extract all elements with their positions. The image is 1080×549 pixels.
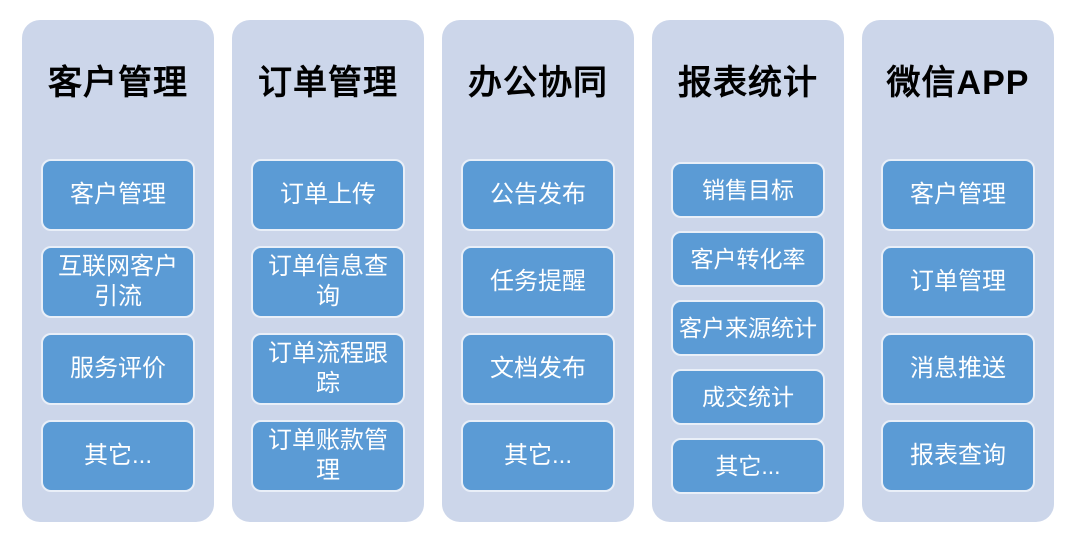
feature-pill-message-push[interactable]: 消息推送 — [881, 333, 1035, 405]
panel-title-customer-management: 客户管理 — [48, 64, 188, 102]
feature-pill-others-1[interactable]: 其它... — [41, 420, 195, 492]
feature-pill-service-evaluation[interactable]: 服务评价 — [41, 333, 195, 405]
panel-wechat-app: 微信APP 客户管理 订单管理 消息推送 报表查询 — [862, 20, 1054, 522]
feature-pill-others-3[interactable]: 其它... — [671, 438, 825, 494]
feature-pill-task-reminder[interactable]: 任务提醒 — [461, 246, 615, 318]
feature-pill-internet-customer-acquisition[interactable]: 互联网客户引流 — [41, 246, 195, 318]
feature-pill-customer-conversion-rate[interactable]: 客户转化率 — [671, 231, 825, 287]
feature-pill-deal-statistics[interactable]: 成交统计 — [671, 369, 825, 425]
panel-report-statistics: 报表统计 销售目标 客户转化率 客户来源统计 成交统计 其它... — [652, 20, 844, 522]
feature-pill-others-2[interactable]: 其它... — [461, 420, 615, 492]
feature-pill-customer-source-statistics[interactable]: 客户来源统计 — [671, 300, 825, 356]
pill-list-customer-management: 客户管理 互联网客户引流 服务评价 其它... — [41, 159, 195, 492]
feature-pill-announcement-publish[interactable]: 公告发布 — [461, 159, 615, 231]
panel-title-order-management: 订单管理 — [258, 64, 398, 102]
panel-customer-management: 客户管理 客户管理 互联网客户引流 服务评价 其它... — [22, 20, 214, 522]
feature-pill-order-info-query[interactable]: 订单信息查询 — [251, 246, 405, 318]
feature-pill-sales-target[interactable]: 销售目标 — [671, 162, 825, 218]
pill-list-order-management: 订单上传 订单信息查询 订单流程跟踪 订单账款管理 — [251, 159, 405, 492]
feature-pill-order-process-tracking[interactable]: 订单流程跟踪 — [251, 333, 405, 405]
pill-list-wechat-app: 客户管理 订单管理 消息推送 报表查询 — [881, 159, 1035, 492]
feature-pill-wechat-order-management[interactable]: 订单管理 — [881, 246, 1035, 318]
panel-order-management: 订单管理 订单上传 订单信息查询 订单流程跟踪 订单账款管理 — [232, 20, 424, 522]
feature-pill-wechat-customer-management[interactable]: 客户管理 — [881, 159, 1035, 231]
pill-list-office-collaboration: 公告发布 任务提醒 文档发布 其它... — [461, 159, 615, 492]
panel-title-wechat-app: 微信APP — [886, 64, 1030, 102]
feature-pill-order-account-management[interactable]: 订单账款管理 — [251, 420, 405, 492]
feature-pill-document-publish[interactable]: 文档发布 — [461, 333, 615, 405]
feature-pill-report-query[interactable]: 报表查询 — [881, 420, 1035, 492]
panel-title-office-collaboration: 办公协同 — [468, 64, 608, 102]
feature-pill-customer-management[interactable]: 客户管理 — [41, 159, 195, 231]
panel-title-report-statistics: 报表统计 — [678, 64, 818, 102]
panel-office-collaboration: 办公协同 公告发布 任务提醒 文档发布 其它... — [442, 20, 634, 522]
pill-list-report-statistics: 销售目标 客户转化率 客户来源统计 成交统计 其它... — [671, 162, 825, 494]
feature-pill-order-upload[interactable]: 订单上传 — [251, 159, 405, 231]
